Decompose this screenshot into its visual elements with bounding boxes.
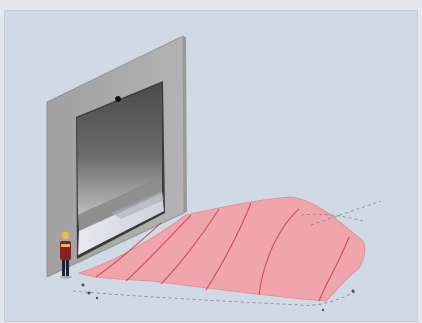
dimension-marker-5 [322, 309, 324, 311]
illustration-frame [4, 10, 418, 322]
dimension-marker-3 [96, 297, 98, 299]
dimension-marker-2 [88, 292, 91, 295]
dimension-marker-4 [352, 290, 355, 293]
dimension-marker-1 [82, 284, 85, 287]
sensor-dot-icon [115, 96, 121, 102]
industrial-door-sensor-illustration [5, 11, 419, 323]
